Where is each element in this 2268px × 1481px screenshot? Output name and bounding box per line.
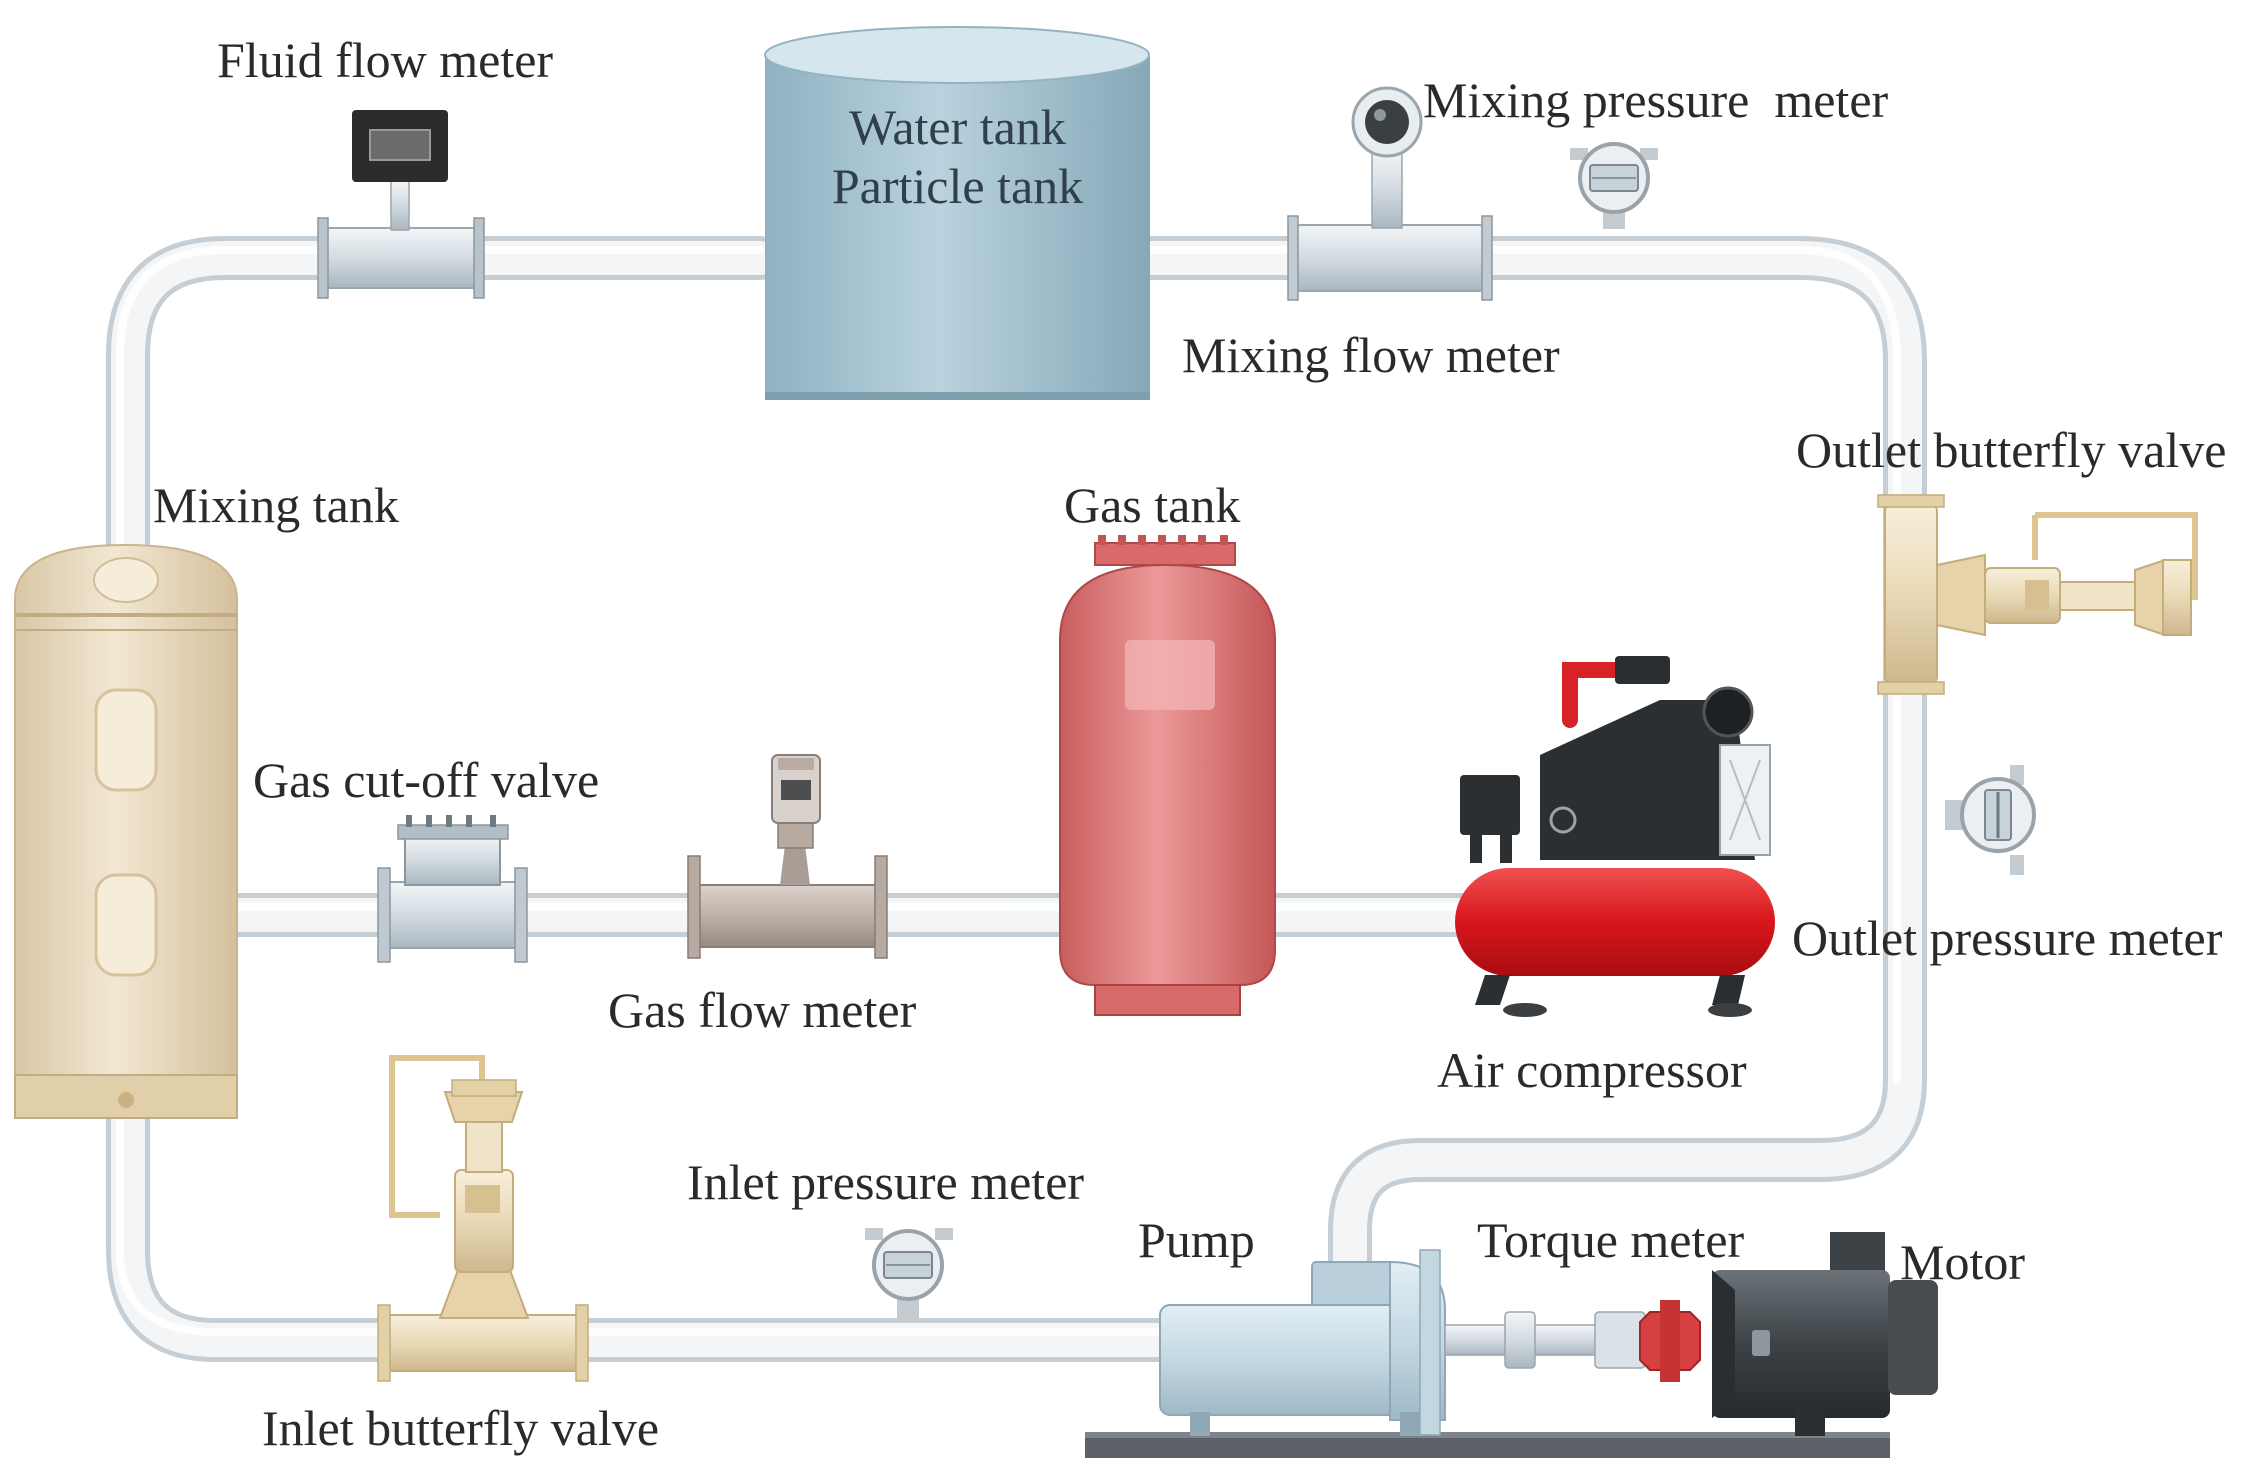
label-outlet-butterfly-valve: Outlet butterfly valve [1796, 422, 2227, 478]
label-water-particle-tank: Water tank Particle tank [765, 98, 1150, 216]
label-torque-meter: Torque meter [1477, 1212, 1745, 1268]
torque-meter [1444, 1300, 1701, 1382]
outlet-butterfly-valve [1877, 494, 2198, 695]
inlet-pressure-meter [865, 1228, 953, 1320]
base-plate [1085, 1432, 1890, 1458]
label-inlet-pressure-meter: Inlet pressure meter [687, 1154, 1085, 1210]
pump [1159, 1249, 1446, 1436]
motor [1712, 1232, 1938, 1436]
water-tank [764, 26, 1150, 400]
gas-tank [1059, 535, 1276, 1016]
gas-cutoff-valve [377, 815, 528, 963]
mixing-tank [14, 543, 238, 1119]
fluid-flow-meter [317, 110, 485, 299]
label-gas-cutoff-valve: Gas cut-off valve [253, 752, 600, 808]
label-inlet-butterfly-valve: Inlet butterfly valve [262, 1400, 660, 1456]
label-gas-tank: Gas tank [1064, 477, 1241, 533]
label-outlet-pressure-meter: Outlet pressure meter [1792, 910, 2223, 966]
label-water-tank: Water tank [849, 99, 1066, 155]
gas-flow-meter [687, 754, 888, 959]
air-compressor [1455, 656, 1775, 1017]
label-mixing-flow-meter: Mixing flow meter [1182, 327, 1560, 383]
label-gas-flow-meter: Gas flow meter [608, 982, 917, 1038]
label-mixing-pressure-meter: Mixing pressure meter [1423, 72, 1889, 128]
mixing-flow-meter [1287, 86, 1493, 301]
label-particle-tank: Particle tank [831, 158, 1084, 214]
inlet-butterfly-valve [377, 1055, 589, 1382]
label-motor: Motor [1900, 1234, 2025, 1290]
mixing-pressure-meter [1570, 142, 1658, 229]
label-fluid-flow-meter: Fluid flow meter [217, 32, 554, 88]
label-air-compressor: Air compressor [1437, 1042, 1747, 1098]
outlet-pressure-meter [1945, 765, 2036, 875]
label-mixing-tank: Mixing tank [153, 477, 399, 533]
label-pump: Pump [1138, 1212, 1255, 1268]
